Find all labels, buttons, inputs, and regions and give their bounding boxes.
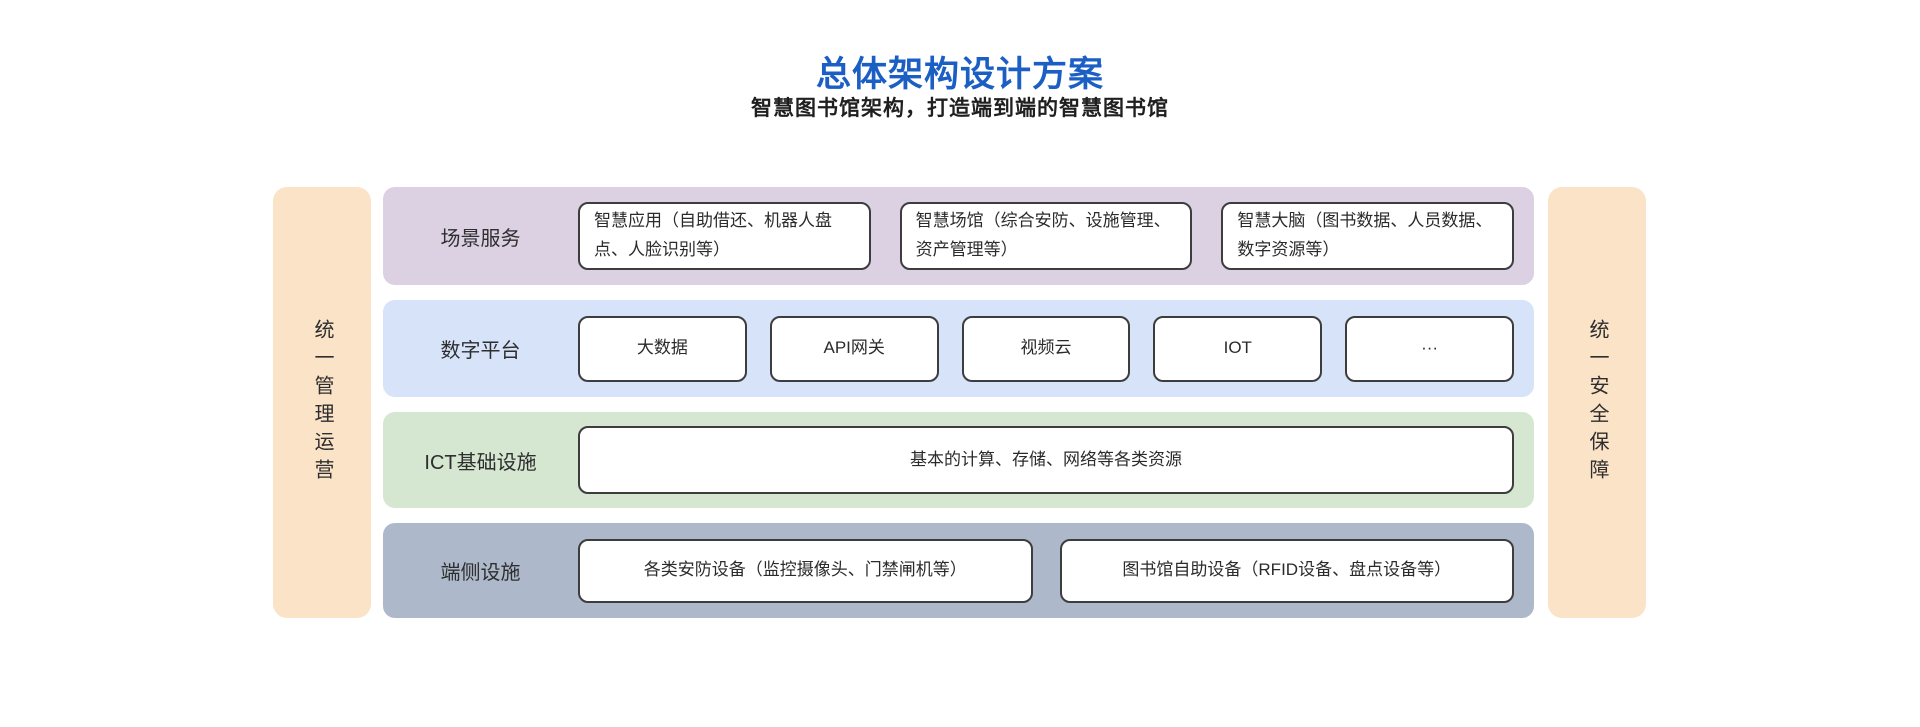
box-smart-application: 智慧应用（自助借还、机器人盘点、人脸识别等） <box>578 202 871 270</box>
box-security-devices: 各类安防设备（监控摄像头、门禁闸机等） <box>578 538 1033 603</box>
sidebar-unified-security-label: 统一安全保障 <box>1586 318 1608 487</box>
layer-digital-platform-label: 数字平台 <box>440 340 521 362</box>
layer-edge-facilities-label: 端侧设施 <box>440 562 521 584</box>
layer-digital-platform: 数字平台 大数据 API网关 视频云 IOT ··· <box>383 300 1534 397</box>
box-basic-resources: 基本的计算、存储、网络等各类资源 <box>578 426 1514 494</box>
sidebar-unified-security: 统一安全保障 <box>1548 187 1646 618</box>
layer-scene-services-label: 场景服务 <box>440 227 521 250</box>
layer-scene-services-boxes: 智慧应用（自助借还、机器人盘点、人脸识别等） 智慧场馆（综合安防、设施管理、资产… <box>578 187 1515 285</box>
page-subtitle: 智慧图书馆架构，打造端到端的智慧图书馆 <box>751 97 1169 120</box>
layer-ict-infrastructure: ICT基础设施 基本的计算、存储、网络等各类资源 <box>383 412 1534 508</box>
layer-ict-infrastructure-label: ICT基础设施 <box>424 451 537 474</box>
box-library-self-service-devices: 图书馆自助设备（RFID设备、盘点设备等） <box>1059 538 1514 603</box>
sidebar-unified-management: 统一管理运营 <box>273 187 371 618</box>
sidebar-unified-management-label: 统一管理运营 <box>311 318 333 487</box>
layer-ict-infrastructure-boxes: 基本的计算、存储、网络等各类资源 <box>578 412 1514 508</box>
layer-digital-platform-boxes: 大数据 API网关 视频云 IOT ··· <box>578 300 1514 397</box>
box-ellipsis: ··· <box>1345 315 1514 382</box>
box-smart-brain: 智慧大脑（图书数据、人员数据、数字资源等） <box>1221 202 1515 270</box>
box-big-data: 大数据 <box>578 315 747 382</box>
box-smart-venue: 智慧场馆（综合安防、设施管理、资产管理等） <box>899 202 1193 270</box>
page-title: 总体架构设计方案 <box>815 55 1104 94</box>
layer-edge-facilities-boxes: 各类安防设备（监控摄像头、门禁闸机等） 图书馆自助设备（RFID设备、盘点设备等… <box>578 523 1514 618</box>
layer-scene-services: 场景服务 智慧应用（自助借还、机器人盘点、人脸识别等） 智慧场馆（综合安防、设施… <box>383 187 1534 285</box>
layer-edge-facilities: 端侧设施 各类安防设备（监控摄像头、门禁闸机等） 图书馆自助设备（RFID设备、… <box>383 523 1534 618</box>
box-video-cloud: 视频云 <box>961 315 1131 382</box>
box-iot: IOT <box>1153 315 1323 382</box>
box-api-gateway: API网关 <box>769 315 939 382</box>
